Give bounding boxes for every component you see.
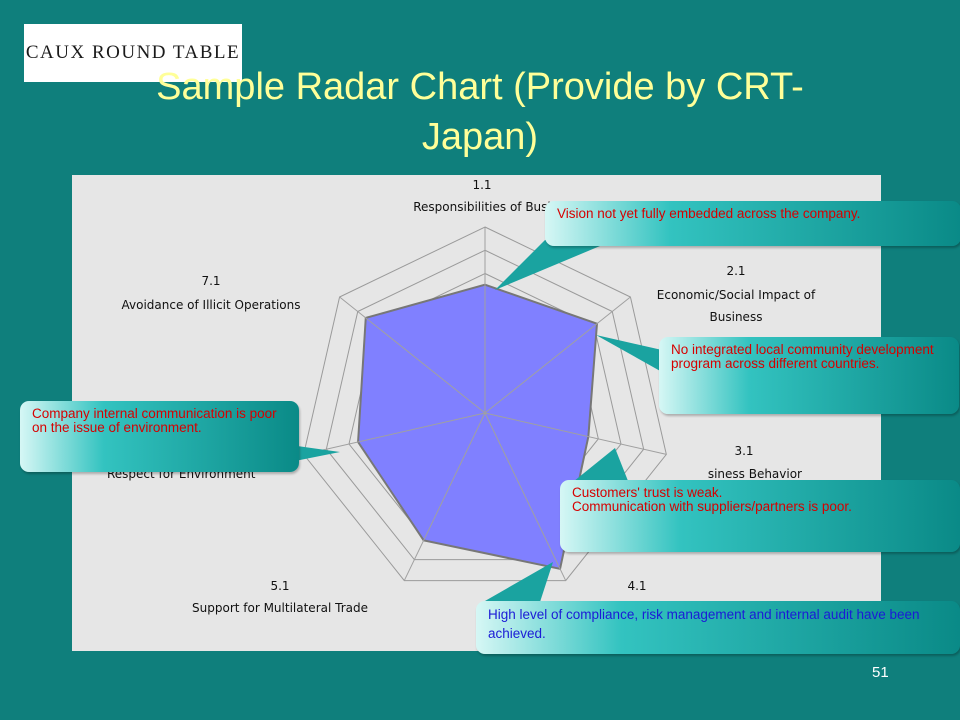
callout-environment: Company internal communication is poor o… (20, 401, 299, 472)
callout-community: No integrated local community developmen… (659, 337, 959, 414)
callout-community-text: No integrated local community developmen… (671, 342, 934, 371)
slide-title-line1: Sample Radar Chart (Provide by CRT- (156, 66, 804, 108)
logo-text: CAUX ROUND TABLE (25, 42, 241, 63)
axis-number-label: 4.1 (627, 579, 646, 593)
callout-customers-line1: Customers' trust is weak. (572, 485, 723, 500)
radar-spoke (303, 412, 486, 455)
callout-compliance: High level of compliance, risk managemen… (476, 601, 960, 654)
axis-number-label: 2.1 (726, 264, 745, 278)
radar-spoke (484, 412, 567, 581)
axis-label: Responsibilities of Busi (413, 200, 551, 214)
callout-compliance-text: High level of compliance, risk managemen… (488, 607, 920, 641)
slide-title-line2: Japan) (421, 116, 539, 158)
radar-spoke (339, 296, 486, 414)
connector-compliance (478, 562, 553, 605)
callout-environment-text: Company internal communication is poor o… (32, 406, 277, 435)
logo: CAUX ROUND TABLE (24, 24, 242, 82)
connector-vision (495, 240, 600, 290)
radar-spokes (303, 227, 667, 581)
page-number: 51 (872, 664, 889, 681)
connector-environment (290, 445, 340, 462)
radar-spoke (403, 412, 486, 581)
callout-customers-line2: Communication with suppliers/partners is… (572, 499, 852, 514)
axis-label-line2: Business (710, 310, 763, 324)
radar-series-polygon (357, 283, 599, 571)
axis-number-label: 7.1 (201, 274, 220, 288)
radar-grid-ring (325, 249, 645, 561)
slide-title: Sample Radar Chart (Provide by CRT- Japa… (60, 62, 900, 162)
callout-customers: Customers' trust is weak. Communication … (560, 480, 960, 552)
callout-vision-text: Vision not yet fully embedded across the… (557, 206, 861, 221)
connector-customers (563, 448, 630, 490)
axis-number-label: 1.1 (472, 178, 491, 192)
connector-community (596, 335, 662, 372)
axis-label: siness Behavior (708, 467, 802, 481)
axis-label: Economic/Social Impact of (657, 288, 816, 302)
radar-grid-ring (303, 226, 667, 582)
radar-spoke (484, 296, 631, 414)
axis-number-label: 5.1 (270, 579, 289, 593)
axis-label: Avoidance of Illicit Operations (122, 298, 301, 312)
axis-label: Support for Multilateral Trade (192, 601, 368, 615)
axis-number-label: 3.1 (734, 444, 753, 458)
callout-vision: Vision not yet fully embedded across the… (545, 201, 960, 246)
radar-spoke (484, 412, 667, 455)
